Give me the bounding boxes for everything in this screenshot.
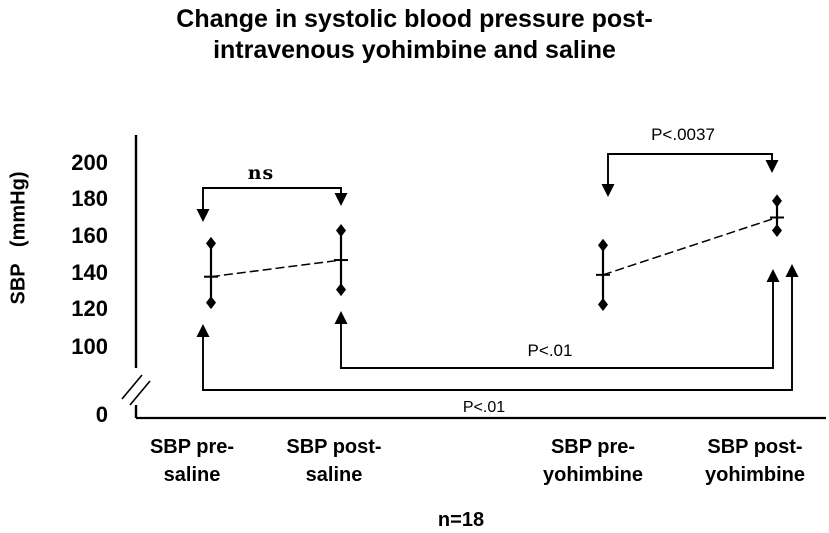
y-tick-label-160: 160 bbox=[71, 223, 108, 248]
x-category-label-post-yohimbine: SBP post- yohimbine bbox=[670, 433, 829, 489]
upper-cap-diamond-sbp-pre-yohimbine bbox=[598, 238, 608, 252]
x-category-line2: saline bbox=[305, 464, 363, 486]
p0037-bracket-right-arrowhead bbox=[765, 160, 779, 173]
x-category-line1: SBP post- bbox=[286, 436, 382, 458]
lower-cap-diamond-sbp-pre-yohimbine bbox=[598, 297, 608, 311]
x-category-line1: SBP pre- bbox=[149, 436, 235, 458]
p01-upper-bracket-right-arrowhead bbox=[766, 269, 780, 282]
p01-lower-bracket-right-arrowhead bbox=[785, 264, 799, 277]
y-tick-label-100: 100 bbox=[71, 334, 108, 359]
trend-line-yohimbine bbox=[602, 216, 778, 276]
p0037-bracket-left-arrowhead bbox=[601, 184, 615, 197]
annotation-p-pre-vs-post: P<.01 bbox=[462, 399, 506, 416]
y-tick-label-140: 140 bbox=[71, 260, 108, 285]
p01-upper-bracket-left-arrowhead bbox=[334, 311, 348, 324]
y-tick-label-180: 180 bbox=[71, 186, 108, 211]
upper-cap-diamond-sbp-post-saline bbox=[336, 223, 346, 237]
chart-title: Change in systolic blood pressure post- … bbox=[0, 4, 829, 66]
annotation-p-yohimbine-pair: P<.0037 bbox=[651, 125, 715, 144]
p01-lower-bracket bbox=[202, 274, 793, 391]
upper-cap-diamond-sbp-post-yohimbine bbox=[772, 194, 782, 208]
x-category-label-pre-saline: SBP pre- saline bbox=[107, 433, 277, 489]
annotation-p-post-vs-post: P<.01 bbox=[527, 341, 573, 360]
x-category-line2: yohimbine bbox=[542, 464, 643, 486]
p01-lower-bracket-left-arrowhead bbox=[196, 324, 210, 337]
x-category-line2: saline bbox=[163, 464, 221, 486]
trend-line-saline bbox=[210, 259, 342, 278]
x-category-line2: yohimbine bbox=[704, 464, 805, 486]
axis-break-slash bbox=[121, 374, 143, 400]
ns-bracket-left-arrowhead bbox=[196, 209, 210, 222]
annotation-ns: ns bbox=[247, 162, 275, 184]
sample-size-label: n=18 bbox=[437, 509, 485, 531]
x-category-line1: SBP pre- bbox=[550, 436, 636, 458]
upper-cap-diamond-sbp-pre-saline bbox=[206, 236, 216, 250]
y-tick-label-0: 0 bbox=[95, 402, 108, 427]
p0037-bracket bbox=[607, 153, 773, 187]
lower-cap-diamond-sbp-pre-saline bbox=[206, 296, 216, 310]
y-tick-label-200: 200 bbox=[71, 150, 108, 175]
y-tick-label-120: 120 bbox=[71, 296, 108, 321]
p01-upper-bracket bbox=[340, 279, 774, 369]
x-category-label-post-saline: SBP post- saline bbox=[249, 433, 419, 489]
chart-title-line1: Change in systolic blood pressure post- bbox=[176, 5, 653, 33]
x-category-line1: SBP post- bbox=[707, 436, 803, 458]
axis-break-slash bbox=[129, 380, 151, 406]
x-category-label-pre-yohimbine: SBP pre- yohimbine bbox=[508, 433, 678, 489]
chart-title-line2: intravenous yohimbine and saline bbox=[213, 36, 616, 64]
ns-bracket bbox=[202, 187, 342, 212]
ns-bracket-right-arrowhead bbox=[334, 193, 348, 206]
lower-cap-diamond-sbp-post-yohimbine bbox=[772, 223, 782, 237]
lower-cap-diamond-sbp-post-saline bbox=[336, 283, 346, 297]
